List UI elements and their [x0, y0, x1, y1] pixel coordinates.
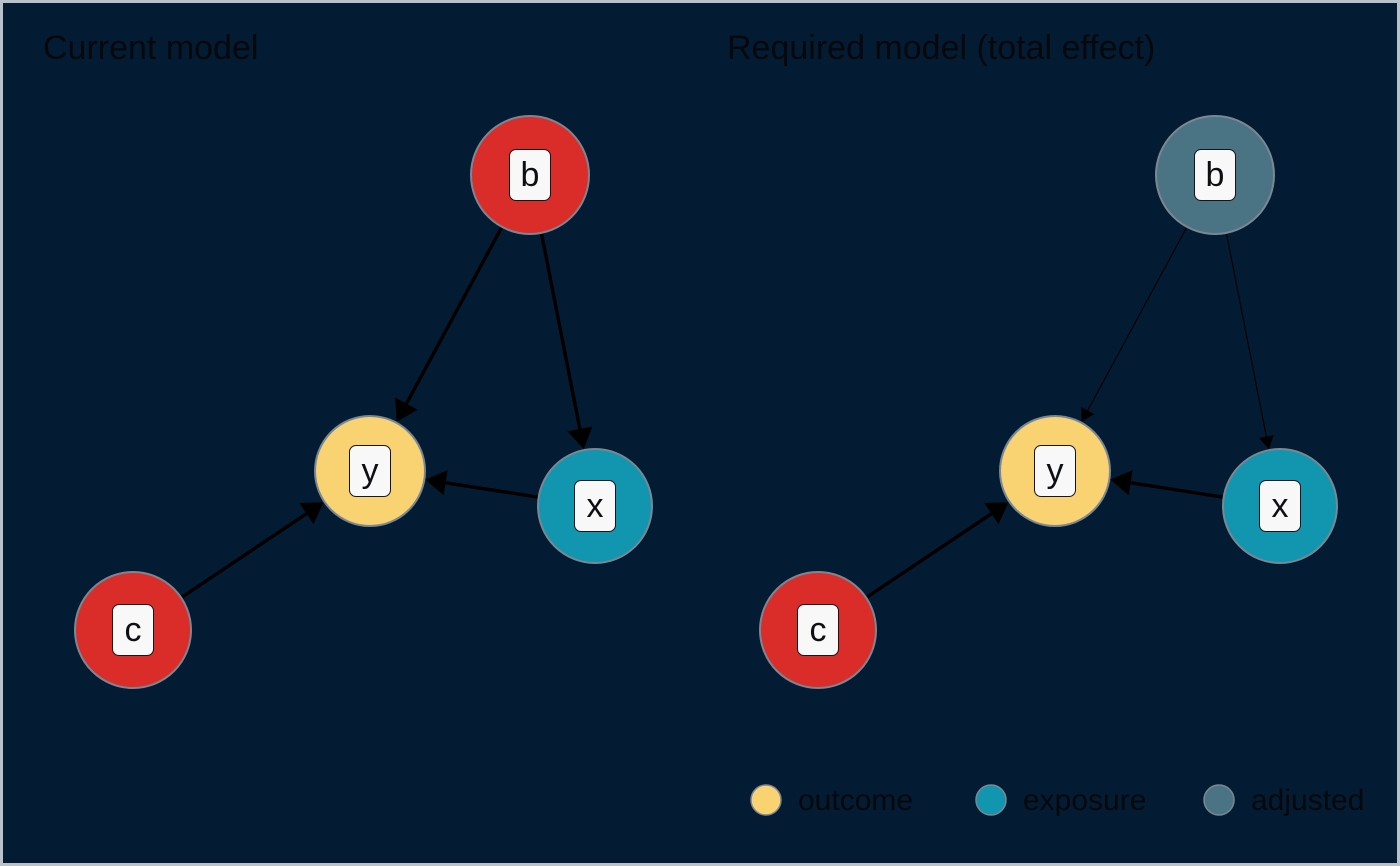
- dag-node-label-required-y: y: [1034, 445, 1076, 497]
- legend-label-adjusted: adjusted: [1251, 784, 1365, 817]
- legend-label-outcome: outcome: [798, 784, 914, 817]
- dag-svg: [74, 115, 1338, 816]
- edges-layer: [181, 226, 1274, 599]
- dag-node-label-current-x: x: [574, 480, 616, 532]
- edge-required-b-to-x: [1226, 233, 1274, 450]
- legend-marker-adjusted[interactable]: [1203, 784, 1235, 816]
- dag-node-label-current-y: y: [349, 445, 391, 497]
- edge-current-b-to-x: [539, 233, 593, 450]
- dag-node-label-current-c: c: [112, 604, 154, 656]
- panel-title-current-model: Current model: [43, 29, 259, 67]
- legend-marker-exposure[interactable]: [975, 784, 1007, 816]
- legend-markers-layer: [750, 784, 1235, 816]
- panel-title-required-model: Required model (total effect): [727, 29, 1156, 67]
- legend-label-exposure: exposure: [1023, 784, 1147, 817]
- dag-node-label-required-x: x: [1259, 480, 1301, 532]
- dag-node-label-current-b: b: [509, 149, 551, 201]
- dag-node-label-required-b: b: [1194, 149, 1236, 201]
- legend-marker-outcome[interactable]: [750, 784, 782, 816]
- edge-required-x-to-y: [1110, 470, 1223, 499]
- edge-current-c-to-y: [181, 502, 324, 599]
- edge-required-c-to-y: [866, 502, 1009, 599]
- dag-node-label-required-c: c: [797, 604, 839, 656]
- edge-current-b-to-y: [395, 226, 503, 422]
- edge-required-b-to-y: [1081, 227, 1187, 422]
- nodes-layer: [74, 115, 1338, 689]
- edge-current-x-to-y: [425, 470, 538, 499]
